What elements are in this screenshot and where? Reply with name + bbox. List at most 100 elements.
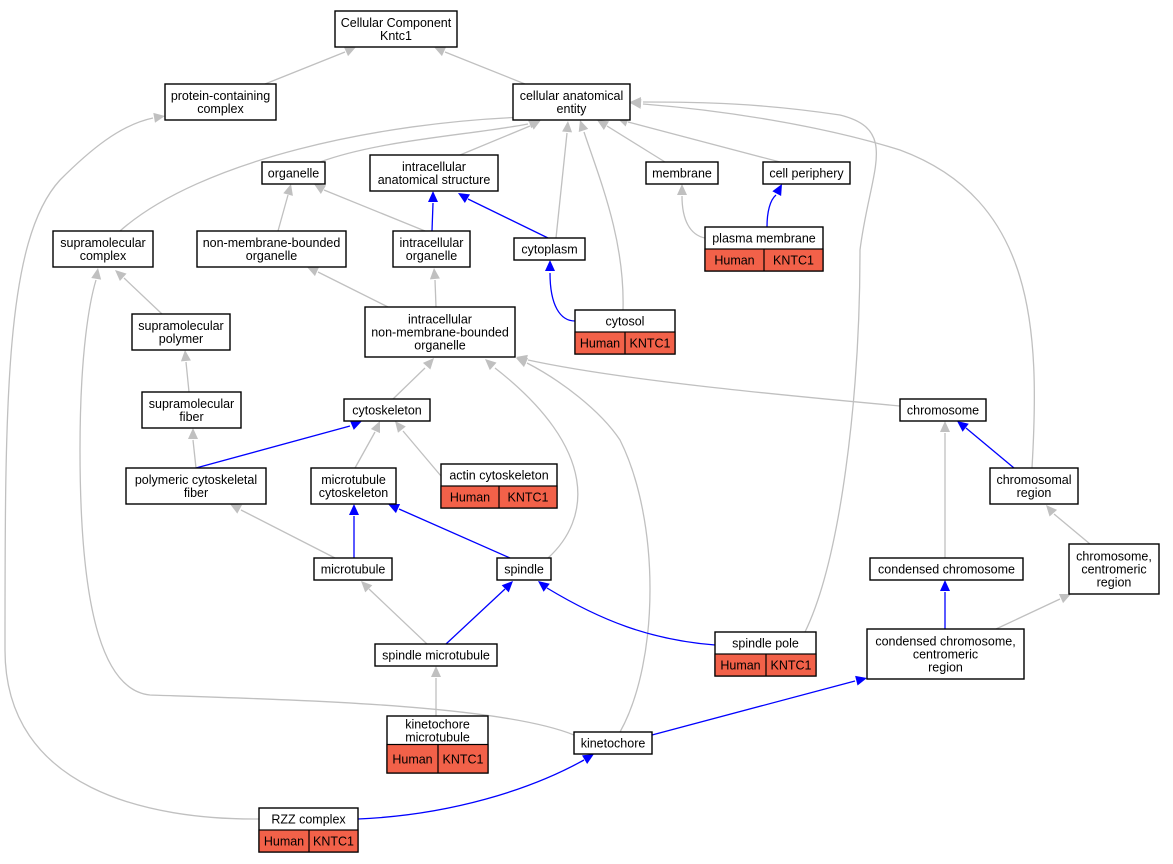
edge-line [434,279,437,308]
node-label-line: intracellular [402,160,466,174]
edge-line [431,202,434,232]
edge-line [357,759,585,820]
edge-microtubule-cytoskeleton-to-cytoskeleton [354,421,380,469]
edge-condensed-chromosome-to-chromosome [940,421,950,558]
node-label-line: cytoskeleton [319,486,389,500]
edge-line [555,132,568,239]
edge-line [368,588,428,645]
edge-arrowhead [501,581,513,593]
node-organelle[interactable]: organelle [261,161,326,185]
edge-intracellular-non-membrane-bounded-organelle-to-non-membrane-bounded-organelle [307,267,389,308]
node-label-line: Cellular Component [341,16,452,30]
edge-supramolecular-polymer-to-supramolecular-complex [115,270,163,315]
edge-arrowhead [1046,505,1058,517]
edge-arrowhead [395,421,406,433]
edge-polymeric-cytoskeletal-fiber-to-supramolecular-fiber [188,428,198,469]
node-label-line: polymeric cytoskeletal [135,473,257,487]
node-spindle-microtubule[interactable]: spindle microtubule [374,643,498,667]
edge-arrowhead [422,358,434,370]
node-label-line: cytoplasm [521,243,577,257]
edge-arrowhead [230,504,243,514]
node-label-line: chromosome [907,404,979,418]
node-spindle[interactable]: spindle [496,557,552,581]
node-microtubule[interactable]: microtubule [313,557,393,581]
edge-line [681,195,706,239]
edge-line [277,194,289,232]
node-chromosome[interactable]: chromosome [899,398,987,422]
node-label-line: intracellular [400,236,464,250]
edges-layer [4,47,1091,820]
edge-arrowhead [772,184,782,197]
gene-label: KNTC1 [508,491,549,505]
node-label-line: non-membrane-bounded [371,326,509,340]
edge-line [323,189,426,232]
node-label-line: microtubule [405,730,470,744]
node-cell-periphery[interactable]: cell periphery [762,161,851,185]
node-box [392,230,471,268]
edge-arrowhead [429,268,440,280]
node-box [364,306,516,358]
edge-arrowhead [307,267,320,277]
node-intracellular-non-membrane-bounded-organelle[interactable]: intracellularnon-membrane-boundedorganel… [364,306,516,358]
edge-membrane-to-cellular-anatomical-entity [597,120,666,163]
node-label-line: spindle pole [732,637,799,651]
node-box [141,391,242,429]
edge-kinetochore-to-intracellular-non-membrane-bounded-organelle [516,358,651,733]
edge-microtubule-to-polymeric-cytoskeletal-fiber [230,504,336,559]
edge-arrowhead [597,120,610,130]
edge-cell-periphery-to-cellular-anatomical-entity [617,117,781,163]
edge-cytosol-to-cellular-anatomical-entity [578,120,624,311]
node-cytoplasm[interactable]: cytoplasm [513,237,586,261]
edge-line [995,598,1061,630]
edge-arrowhead [677,184,687,195]
node-membrane[interactable]: membrane [645,161,719,185]
node-label-line: entity [557,102,588,116]
edge-actin-cytoskeleton-to-cytoskeleton [395,421,442,477]
node-label-line: condensed chromosome, [875,635,1015,649]
edge-protein-containing-complex-to-cellular-component [264,47,356,85]
node-cytoskeleton[interactable]: cytoskeleton [343,398,431,422]
node-kinetochore[interactable]: kinetochore [573,731,653,755]
edge-line [4,117,260,820]
edge-arrowhead [314,184,327,194]
edge-arrowhead [855,675,867,686]
edge-arrowhead [431,666,441,677]
edge-rzz-complex-to-protein-containing-complex [4,112,260,820]
edge-line [546,587,716,646]
edge-cytosol-to-cytoplasm [545,260,576,322]
node-condensed-chromosome[interactable]: condensed chromosome [869,557,1024,581]
node-label-line: condensed chromosome [878,563,1015,577]
edge-cytoskeleton-to-intracellular-non-membrane-bounded-organelle [392,358,434,400]
edge-line [527,359,901,407]
edge-chromosome-to-intracellular-non-membrane-bounded-organelle [516,354,901,407]
node-box [513,237,586,261]
edge-arrowhead [578,120,589,133]
species-label: Human [450,491,490,505]
node-label-line: microtubule [321,563,386,577]
node-box [131,313,231,351]
gene-label: KNTC1 [313,835,354,849]
edge-line [642,103,1035,469]
edge-line [402,430,442,477]
